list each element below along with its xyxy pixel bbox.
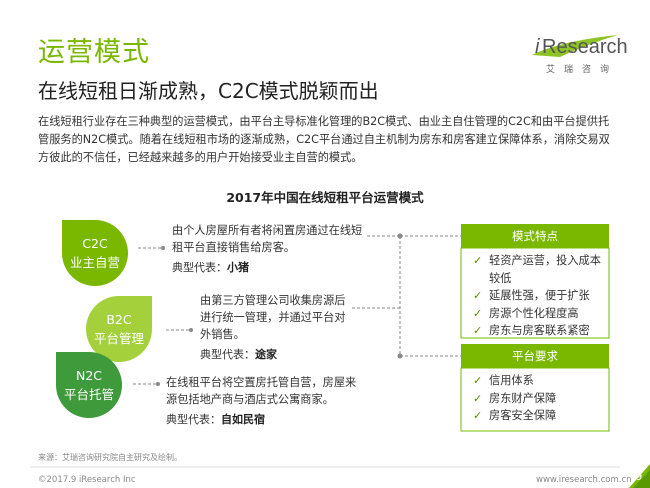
check-icon: ✓: [473, 409, 483, 422]
requirement-item: ✓ 房客安全保障: [461, 407, 609, 425]
n2c-rep-value: 自如民宿: [221, 413, 265, 426]
feature-text: 房东与房客联系紧密: [489, 324, 590, 337]
n2c-rep-label: 典型代表：: [166, 413, 221, 426]
logo-research: Research: [542, 36, 628, 58]
requirements-list: ✓ 信用体系 ✓ 房东财产保障 ✓ 房客安全保障: [461, 372, 609, 425]
petal-b2c-line1: B2C: [106, 312, 132, 327]
footer-divider: [30, 466, 620, 468]
website-link[interactable]: www.iresearch.com.cn: [536, 475, 632, 485]
petal-b2c: B2C 平台管理: [86, 296, 152, 362]
b2c-representative: 典型代表：途家: [200, 346, 352, 363]
requirement-item: ✓ 信用体系: [461, 372, 609, 390]
check-icon: ✓: [473, 391, 483, 405]
copyright: ©2017.9 iResearch Inc: [38, 475, 136, 485]
petal-b2c-line2: 平台管理: [93, 331, 144, 346]
n2c-description: 在线租平台将空置房托管自营，房屋来源包括地产商与酒店式公寓商家。 典型代表：自如…: [166, 374, 362, 428]
petal-n2c-line2: 平台托管: [63, 387, 114, 402]
check-icon: ✓: [473, 254, 483, 267]
page-number: 9: [635, 472, 643, 483]
b2c-rep-value: 途家: [255, 348, 277, 361]
features-header: 模式特点: [461, 224, 609, 248]
b2c-description: 由第三方管理公司收集房源后进行统一管理，并通过平台对外销售。 典型代表：途家: [200, 292, 352, 363]
check-icon: ✓: [473, 374, 483, 387]
logo-i: i: [535, 36, 540, 58]
c2c-description: 由个人房屋所有者将闲置房通过在线短租平台直接销售给房客。 典型代表：小猪: [172, 222, 367, 276]
page-title: 运营模式: [38, 37, 150, 68]
diagram-title: 2017年中国在线短租平台运营模式: [226, 190, 424, 205]
feature-text: 延展性强，便于扩张: [489, 289, 590, 302]
petal-c2c-line1: C2C: [82, 236, 108, 251]
petal-c2c: C2C 业主自营: [62, 220, 128, 286]
b2c-desc-text: 由第三方管理公司收集房源后进行统一管理，并通过平台对外销售。: [200, 294, 346, 341]
feature-item: ✓ 房源个性化程度高: [461, 305, 609, 323]
requirement-text: 信用体系: [489, 374, 534, 387]
features-list: ✓ 轻资产运营，投入成本较低 ✓ 延展性强，便于扩张 ✓ 房源个性化程度高 ✓ 房东与房…: [461, 252, 609, 340]
feature-item: ✓ 房东与房客联系紧密: [461, 322, 609, 340]
c2c-representative: 典型代表：小猪: [172, 259, 367, 276]
logo-chinese-name: 艾瑞咨询: [546, 65, 619, 75]
c2c-rep-label: 典型代表：: [172, 261, 227, 274]
b2c-rep-label: 典型代表：: [200, 348, 255, 361]
c2c-rep-value: 小猪: [227, 261, 249, 274]
n2c-representative: 典型代表：自如民宿: [166, 411, 362, 428]
check-icon: ✓: [473, 306, 483, 320]
iresearch-logo: i Research 艾瑞咨询: [530, 35, 628, 78]
logo-swoosh-icon: [532, 35, 618, 57]
check-icon: ✓: [473, 324, 483, 337]
requirements-header: 平台要求: [461, 344, 609, 368]
petal-c2c-line2: 业主自营: [69, 255, 120, 270]
feature-item: ✓ 轻资产运营，投入成本较低: [461, 252, 603, 287]
page-subtitle: 在线短租日渐成熟，C2C模式脱颖而出: [38, 79, 379, 103]
petal-n2c-line1: N2C: [75, 368, 103, 383]
check-icon: ✓: [473, 289, 483, 302]
c2c-desc-text: 由个人房屋所有者将闲置房通过在线短租平台直接销售给房客。: [172, 224, 363, 254]
page-number-badge: [629, 464, 650, 488]
requirement-text: 房客安全保障: [489, 409, 557, 422]
feature-item: ✓ 延展性强，便于扩张: [461, 287, 609, 305]
source-note: 来源：艾瑞咨询研究院自主研究及绘制。: [38, 453, 182, 462]
requirement-text: 房东财产保障: [489, 391, 557, 405]
feature-text: 房源个性化程度高: [489, 306, 579, 320]
requirement-item: ✓ 房东财产保障: [461, 390, 609, 408]
intro-paragraph: 在线短租行业存在三种典型的运营模式，由平台主导标准化管理的B2C模式、由业主自住…: [38, 115, 610, 164]
n2c-desc-text: 在线租平台将空置房托管自营，房屋来源包括地产商与酒店式公寓商家。: [166, 376, 357, 406]
feature-text: 轻资产运营，投入成本较低: [489, 254, 601, 285]
petal-n2c: N2C 平台托管: [56, 352, 122, 418]
